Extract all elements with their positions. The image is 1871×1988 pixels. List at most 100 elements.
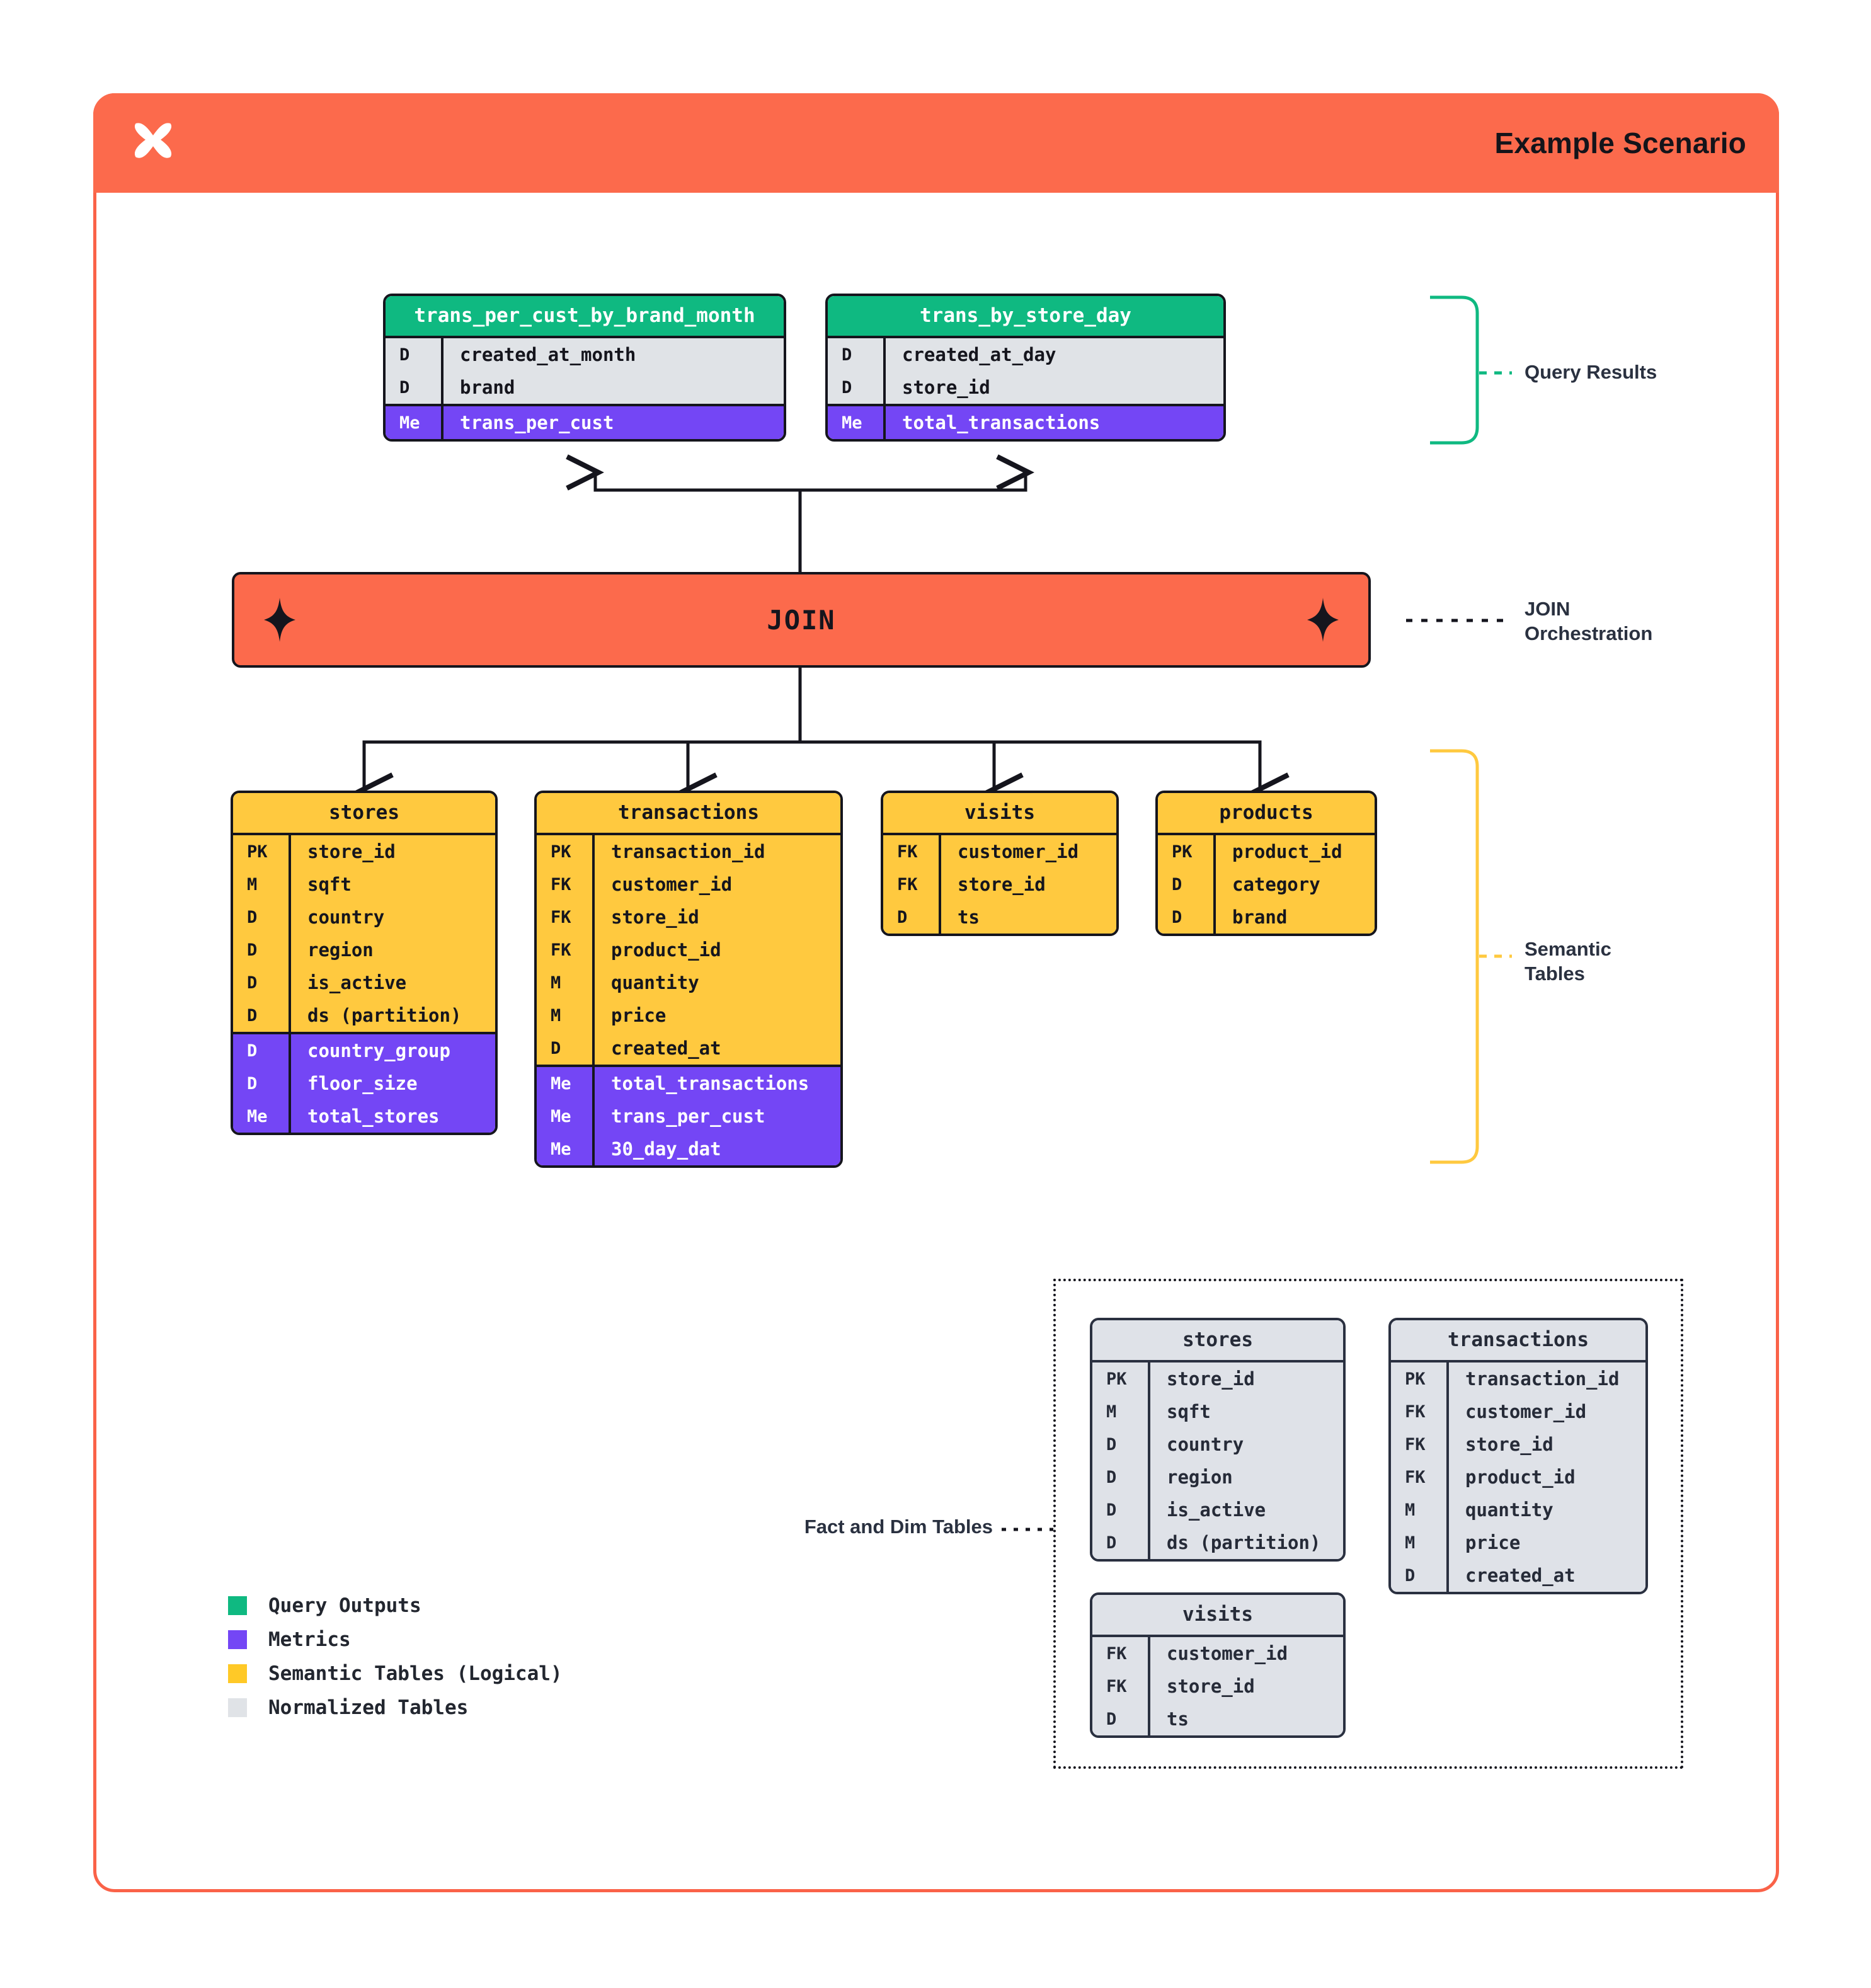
column-field: trans_per_cust <box>441 406 784 439</box>
column-key: M <box>551 1005 561 1025</box>
column-key: PK <box>1405 1369 1426 1389</box>
column-field: quantity <box>592 966 840 999</box>
legend-swatch <box>228 1664 247 1683</box>
annotation-label-line1: Semantic <box>1525 938 1611 960</box>
column-key: D <box>1106 1467 1117 1487</box>
column-field: is_active <box>289 966 495 999</box>
column-key: Me <box>247 1106 268 1126</box>
diagram-header: Example Scenario <box>93 93 1779 193</box>
annotation-label-line2: Tables <box>1525 962 1585 985</box>
column-key: D <box>1106 1533 1117 1553</box>
column-key: D <box>842 377 852 397</box>
column-field: country <box>1148 1428 1343 1461</box>
column-key: D <box>1405 1565 1416 1585</box>
column-key: D <box>247 940 258 960</box>
column-field: price <box>1446 1526 1645 1559</box>
column-key: FK <box>1106 1643 1127 1664</box>
column-key: M <box>1106 1402 1117 1422</box>
column-field: store_id <box>289 835 495 868</box>
table-row: Me trans_per_cust <box>386 406 784 439</box>
column-field: customer_id <box>1148 1637 1343 1670</box>
table-header: trans_by_store_day <box>828 296 1223 336</box>
table-header: stores <box>1092 1320 1343 1360</box>
annotation-label-line1: JOIN <box>1525 598 1571 620</box>
column-field: created_at <box>592 1032 840 1065</box>
legend-item-normalized-tables: Normalized Tables <box>228 1691 563 1725</box>
metric-section: Me total_transactions <box>828 404 1223 439</box>
column-key: D <box>399 345 410 365</box>
column-key: FK <box>1405 1434 1426 1454</box>
column-key: D <box>1172 907 1182 927</box>
column-field: region <box>1148 1461 1343 1494</box>
column-key: FK <box>1405 1402 1426 1422</box>
query-result-table-trans-by-store-day[interactable]: trans_by_store_day D created_at_day D st… <box>825 294 1226 442</box>
column-key: Me <box>842 413 862 433</box>
legend-item-semantic-tables: Semantic Tables (Logical) <box>228 1657 563 1691</box>
column-key: M <box>247 874 258 894</box>
column-field: transaction_id <box>592 835 840 868</box>
dimension-section: D created_at_month D brand <box>386 336 784 404</box>
column-field: total_stores <box>289 1100 495 1133</box>
join-orchestration-bar[interactable]: JOIN <box>232 572 1371 668</box>
table-row: D created_at_day <box>828 338 1223 371</box>
column-key: D <box>1106 1709 1117 1729</box>
column-field: floor_size <box>289 1067 495 1100</box>
column-field: total_transactions <box>592 1067 840 1100</box>
table-row: Me total_stores <box>233 1100 495 1133</box>
column-field: region <box>289 934 495 966</box>
legend: Query Outputs Metrics Semantic Tables (L… <box>228 1589 563 1725</box>
column-key: FK <box>1106 1676 1127 1696</box>
column-key: D <box>842 345 852 365</box>
column-field: 30_day_dat <box>592 1133 840 1165</box>
column-key: D <box>247 907 258 927</box>
column-field: price <box>592 999 840 1032</box>
column-key: Me <box>551 1073 571 1094</box>
column-field: country_group <box>289 1034 495 1067</box>
column-key: M <box>1405 1533 1416 1553</box>
column-field: quantity <box>1446 1494 1645 1526</box>
column-key: PK <box>1106 1369 1127 1389</box>
page-title: Example Scenario <box>1494 127 1746 159</box>
table-row: D store_id <box>828 371 1223 404</box>
column-field: created_at_day <box>883 338 1223 371</box>
column-field: category <box>1213 868 1375 901</box>
query-result-table-trans-per-cust[interactable]: trans_per_cust_by_brand_month D created_… <box>383 294 786 442</box>
column-field: store_id <box>592 901 840 934</box>
column-field: created_at <box>1446 1559 1645 1592</box>
table-header: transactions <box>1391 1320 1645 1360</box>
legend-swatch <box>228 1630 247 1649</box>
column-key: M <box>551 973 561 993</box>
